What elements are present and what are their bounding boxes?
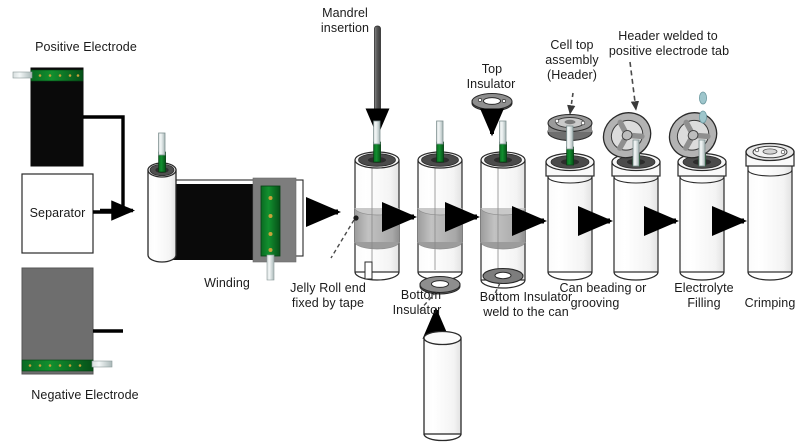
cell-bottom-weld bbox=[471, 92, 526, 301]
cell-bottom-insulator bbox=[417, 120, 463, 311]
label-bottom-weld-line1: Bottom Insulator bbox=[479, 290, 573, 304]
label-positive-electrode: Positive Electrode bbox=[35, 40, 137, 54]
label-negative-electrode: Negative Electrode bbox=[31, 388, 139, 402]
label-bottom-insulator-line1: Bottom bbox=[400, 288, 442, 302]
label-header-line2: assembly bbox=[545, 53, 599, 67]
top-insulator-disc bbox=[471, 92, 513, 112]
label-beading-line2: grooving bbox=[570, 296, 620, 310]
insulator-stack-cylinder bbox=[422, 307, 462, 442]
label-mandrel-line1: Mandrel bbox=[322, 6, 368, 20]
label-header-line1: Cell top bbox=[550, 38, 594, 52]
label-header-line3: (Header) bbox=[546, 68, 598, 82]
label-top-insulator-line2: Insulator bbox=[466, 77, 516, 91]
label-electrolyte-line2: Filling bbox=[687, 296, 721, 310]
winding-assembly bbox=[147, 132, 304, 281]
label-crimping: Crimping bbox=[744, 296, 796, 310]
label-winding: Winding bbox=[204, 276, 250, 290]
negative-electrode-sheet bbox=[21, 267, 113, 375]
cell-jellyroll bbox=[330, 120, 400, 281]
positive-electrode-sheet bbox=[12, 67, 84, 167]
label-mandrel-line2: insertion bbox=[320, 21, 370, 35]
label-beading-line1: Can beading or bbox=[559, 281, 647, 295]
process-arrows bbox=[305, 197, 747, 236]
label-header-weld-line1: Header welded to bbox=[618, 29, 718, 43]
mandrel-rod bbox=[365, 25, 390, 137]
electrolyte-droplets bbox=[699, 91, 708, 124]
cell-crimped bbox=[745, 142, 795, 281]
label-jellyroll-line2: fixed by tape bbox=[291, 296, 365, 310]
cell-electrolyte bbox=[668, 91, 727, 281]
label-top-insulator-line1: Top bbox=[481, 62, 503, 76]
cell-header-welded bbox=[602, 61, 661, 281]
label-bottom-weld-line2: weld to the can bbox=[483, 305, 569, 319]
label-bottom-insulator-line2: Insulator bbox=[392, 303, 442, 317]
cell-beading bbox=[545, 92, 595, 281]
label-separator: Separator bbox=[29, 206, 86, 220]
label-header-weld-line2: positive electrode tab bbox=[608, 44, 730, 58]
label-electrolyte-line1: Electrolyte bbox=[674, 281, 734, 295]
bottom-insulator-disc bbox=[419, 275, 461, 295]
label-jellyroll-line1: Jelly Roll end bbox=[290, 281, 366, 295]
